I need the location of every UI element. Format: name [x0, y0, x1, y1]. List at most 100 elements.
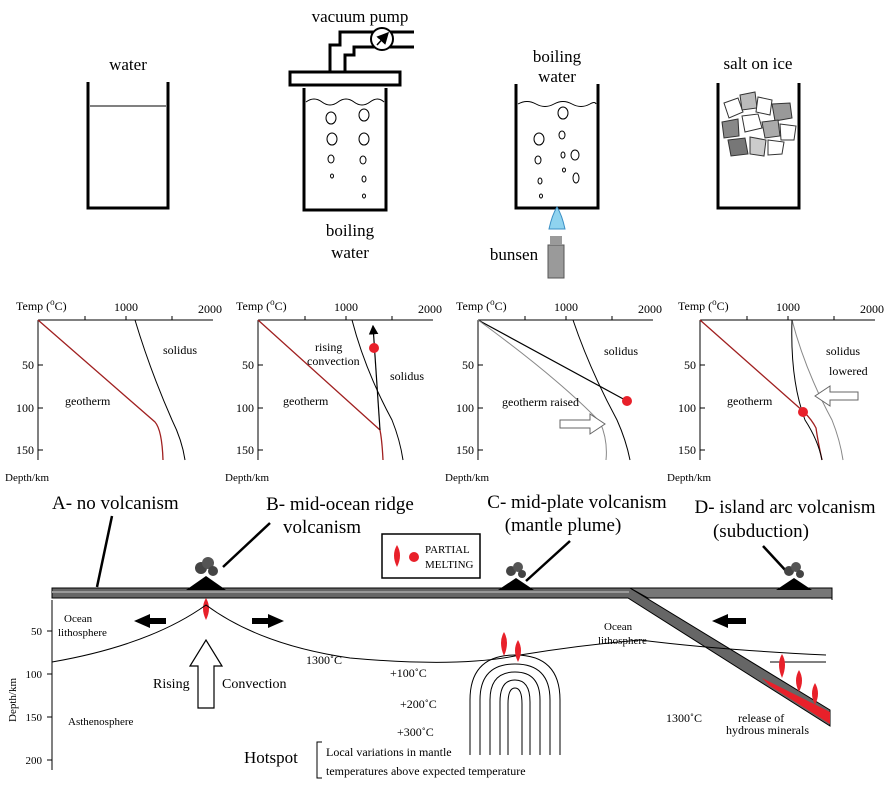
boiling-water-label-2: water	[331, 243, 369, 262]
release-label-1: release of	[738, 711, 784, 725]
graph-annotations: geotherm solidus geotherm solidus rising…	[65, 340, 868, 409]
cs-depth-200: 200	[26, 755, 43, 767]
release-label-2: hydrous minerals	[726, 723, 809, 737]
vacuum-pump-label: vacuum pump	[312, 7, 409, 26]
solidus-curve-c	[572, 319, 631, 461]
depth-label-c-2: 150	[456, 443, 474, 457]
melt-dot-icon	[409, 552, 419, 562]
partial-melting-legend: PARTIAL MELTING	[381, 533, 481, 579]
water-label: water	[109, 55, 147, 74]
beaker-vacuum: vacuum pump boiling water	[288, 7, 414, 262]
depth-axis-label-d: Depth/km	[667, 472, 711, 484]
arrow-left-icon	[712, 614, 746, 628]
rising-label-b: rising	[315, 340, 342, 354]
boiling-label-1: boiling	[533, 47, 582, 66]
depth-label-d-2: 150	[678, 443, 696, 457]
beaker-bunsen: boiling water bunsen	[490, 47, 600, 279]
lowered-label-d: lowered	[829, 364, 868, 378]
tick-1000-d: 1000	[776, 300, 800, 314]
rising-arrow-b	[368, 324, 381, 431]
arc-melt-icon	[779, 654, 785, 678]
melt-point-c	[622, 396, 632, 406]
asthenosphere-label: Asthenosphere	[68, 716, 133, 728]
depth-axis-label-c: Depth/km	[445, 472, 489, 484]
melt-point-b	[369, 343, 379, 353]
rising-label: Rising	[153, 677, 190, 692]
convection-label: Convection	[222, 677, 287, 692]
solidus-label-c: solidus	[604, 344, 638, 358]
bubbles-icon	[325, 108, 370, 199]
heading-b-1: B- mid-ocean ridge	[266, 494, 414, 515]
cs-depth-100: 100	[26, 669, 43, 681]
legend-partial: PARTIAL	[425, 544, 470, 556]
heading-d-2: (subduction)	[713, 521, 809, 542]
salt-on-ice-label: salt on ice	[724, 54, 793, 73]
isotherm-1300-left: 1300˚C	[306, 653, 342, 667]
arrow-right-icon	[252, 614, 284, 628]
geotherm-label-b: geotherm	[283, 394, 329, 408]
convection-label-b: convection	[307, 354, 360, 368]
ocean-lith-right-1: Ocean	[604, 621, 633, 633]
volcano-arc-icon	[776, 562, 812, 590]
volcano-plume-icon	[498, 562, 534, 590]
arc-melt-icon	[796, 670, 802, 692]
plume-melt-icon	[501, 632, 507, 656]
volcano-ridge-icon	[186, 557, 226, 590]
solidus-label-b: solidus	[390, 369, 424, 383]
plus-200-label: +200˚C	[400, 697, 437, 711]
heading-c-1: C- mid-plate volcanism	[487, 492, 667, 513]
geotherm-label-d: geotherm	[727, 394, 773, 408]
legend-melting: MELTING	[425, 559, 474, 571]
ocean-lith-right-2: lithosphere	[598, 635, 647, 647]
tick-2000-b: 2000	[418, 302, 442, 316]
hotspot-note-1: Local variations in mantle	[326, 745, 452, 759]
boiling-water-label-1: boiling	[326, 221, 375, 240]
tick-1000-c: 1000	[554, 300, 578, 314]
plus-100-label: +100˚C	[390, 666, 427, 680]
heading-d-1: D- island arc volcanism	[695, 497, 876, 518]
depth-label-a-2: 150	[16, 443, 34, 457]
geotherm-curve-d	[699, 319, 823, 461]
cs-depth-150: 150	[26, 712, 43, 724]
tick-2000-c: 2000	[638, 302, 662, 316]
depth-label-b-2: 150	[236, 443, 254, 457]
plume-contours	[469, 654, 561, 755]
ridge-melt-icon	[203, 598, 209, 620]
depth-label-b-1: 100	[236, 401, 254, 415]
ocean-lith-left-1: Ocean	[64, 613, 93, 625]
geotherm-curve-b	[257, 319, 384, 461]
tick-2000-d: 2000	[860, 302, 884, 316]
depth-label-b-0: 50	[242, 358, 254, 372]
cross-section: 50 100 150 200 Depth/km	[7, 557, 833, 779]
depth-label-c-0: 50	[462, 358, 474, 372]
depth-label-a-0: 50	[22, 358, 34, 372]
hotspot-label: Hotspot	[244, 748, 298, 767]
depth-label-d-1: 100	[678, 401, 696, 415]
heading-c-2: (mantle plume)	[505, 515, 622, 536]
arc-melt-icon	[812, 683, 818, 705]
ice-cubes-icon	[721, 91, 797, 157]
hollow-left-arrow-icon	[814, 385, 859, 407]
cs-depth-axis-label: Depth/km	[7, 678, 19, 722]
beaker-water: water	[86, 55, 170, 210]
bunsen-label: bunsen	[490, 245, 539, 264]
tick-2000-a: 2000	[198, 302, 222, 316]
hotspot-note-2: temperatures above expected temperature	[326, 764, 526, 778]
temp-label-b: Temp (oC)	[236, 297, 287, 313]
hollow-up-arrow-icon	[188, 638, 224, 709]
melt-drop-icon	[394, 545, 400, 567]
plume-melt-icon	[515, 640, 521, 662]
flame-icon	[548, 206, 566, 230]
temp-label-d: Temp (oC)	[678, 297, 729, 313]
geotherm-curve-a	[37, 319, 164, 461]
depth-axis-label-a: Depth/km	[5, 472, 49, 484]
tick-1000-a: 1000	[114, 300, 138, 314]
bubbles-icon	[533, 106, 580, 199]
melt-point-d	[798, 407, 808, 417]
geotherm-raised-label-c: geotherm raised	[502, 395, 579, 409]
solidus-label-d: solidus	[826, 344, 860, 358]
slab-melt-icon	[762, 678, 830, 724]
solidus-label-a: solidus	[163, 343, 197, 357]
solidus-curve-a	[134, 319, 186, 461]
